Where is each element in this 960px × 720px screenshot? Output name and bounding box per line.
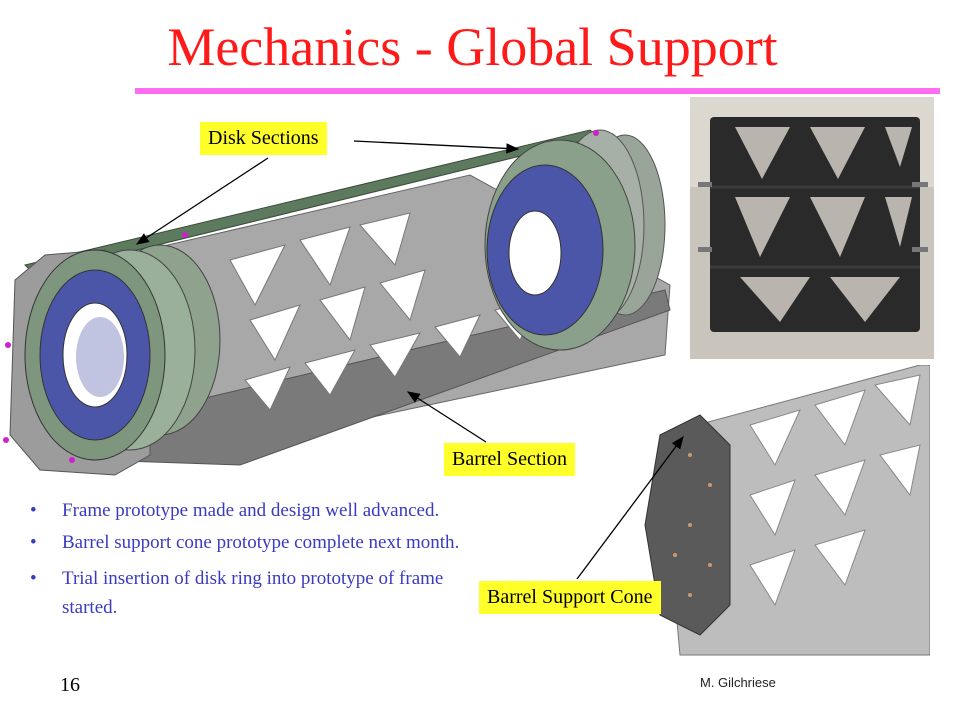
bullet-item: • Barrel support cone prototype complete… (26, 532, 466, 555)
bullet-text: Trial insertion of disk ring into protot… (62, 567, 444, 619)
bullet-marker: • (30, 567, 37, 589)
barrel-section-callout: Barrel Section (444, 443, 575, 476)
slide-title: Mechanics - Global Support (167, 17, 778, 77)
support-frame-render (3, 129, 671, 476)
bullet-list: • Frame prototype made and design well a… (26, 500, 466, 631)
barrel-support-cone-callout: Barrel Support Cone (479, 581, 661, 614)
disk-sections-callout: Disk Sections (200, 122, 327, 155)
bullet-marker: • (30, 500, 37, 521)
bullet-item: • Frame prototype made and design well a… (26, 500, 466, 523)
right-disks (484, 129, 666, 351)
page-number: 16 (60, 674, 80, 696)
bullet-text: Barrel support cone prototype complete n… (62, 531, 460, 553)
frame-prototype-photo (690, 97, 934, 359)
bullet-item: • Trial insertion of disk ring into prot… (26, 564, 466, 623)
left-disks (9, 244, 221, 476)
bullet-marker: • (30, 531, 37, 553)
title-underline (135, 88, 940, 94)
barrel-support-cone-render (644, 365, 930, 656)
bullet-text: Frame prototype made and design well adv… (62, 500, 440, 521)
author-footer: M. Gilchriese (700, 675, 776, 690)
